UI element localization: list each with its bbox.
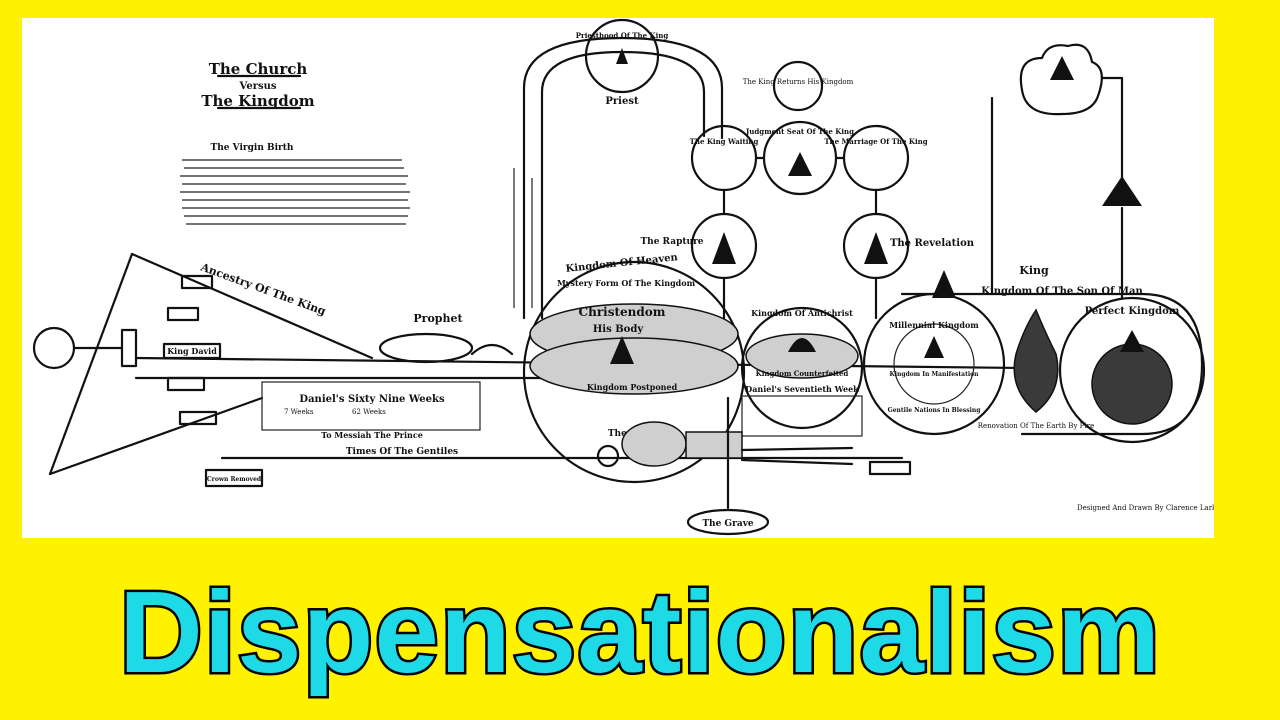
title-line-1: The Church [209,60,308,78]
prophet-label: Prophet [413,312,463,325]
antichrist-circle: Kingdom Of Antichrist Kingdom Counterfei… [740,306,864,437]
kingdom-postponed-label: Kingdom Postponed [587,382,678,392]
perfect-kingdom-label: Perfect Kingdom [1085,306,1180,317]
marriage-label: The Marriage Of The King [824,137,927,146]
renovation-label: Renovation Of The Earth By Fire [978,422,1094,430]
messiah-prince-label: To Messiah The Prince [321,430,423,440]
son-of-man-band: King Kingdom Of The Son Of Man [900,264,1204,436]
crown-removed-label: Crown Removed [207,476,262,483]
king-waiting-circle: The King Waiting [690,124,759,216]
church-circle: Kingdom Of Heaven Mystery Form Of The Ki… [522,252,746,484]
times-gentiles-label: Times Of The Gentiles [346,447,458,457]
priest-arch: Priesthood Of The King Priest [513,18,724,320]
millennial-circle: Millennial Kingdom Kingdom In Manifestat… [862,292,1006,436]
new-jerusalem [990,43,1142,300]
revelation-label: The Revelation [890,238,975,249]
priesthood-label: Priesthood Of The King [576,31,669,40]
revelation-circle: The Revelation [842,212,975,320]
dispensational-chart: The Church Versus The Kingdom The Virgin… [22,18,1214,538]
king-returns-label: The King Returns His Kingdom [743,78,854,86]
prophet-arc [470,343,514,356]
rapture-circle: The Rapture [640,212,758,320]
renovation-flame: Renovation Of The Earth By Fire [978,308,1094,430]
christendom-label: Christendom [579,305,666,319]
counterfeit-label: Kingdom Counterfeited [756,369,849,378]
designer-credit: Designed And Drawn By Clarence Larkin [1077,504,1214,512]
antichrist-label: Kingdom Of Antichrist [751,308,853,318]
banner: Dispensationalism [0,543,1280,720]
mystery-form-label: Mystery Form Of The Kingdom [557,278,696,288]
origin-circle [32,326,138,370]
gentile-nations-label: Gentile Nations In Blessing [888,407,982,414]
kingdom-heaven-label: Kingdom Of Heaven [565,252,679,275]
daniels-69-block: Daniel's Sixty Nine Weeks 7 Weeks 62 Wee… [261,381,481,440]
virgin-birth-label: The Virgin Birth [211,143,294,153]
chart-title: The Church Versus The Kingdom [201,60,314,110]
king-waiting-label: The King Waiting [690,137,759,146]
king-david-label: King David [167,346,217,356]
seven-weeks-label: 7 Weeks [284,408,314,416]
grave: The Grave [686,396,770,536]
virgin-birth-block: The Virgin Birth [180,143,410,225]
priest-label: Priest [605,96,639,107]
prostrate-figure [596,421,854,468]
king-label: King [1019,264,1049,277]
chart-drawing: The Church Versus The Kingdom The Virgin… [32,18,1214,536]
banner-title: Dispensationalism [117,566,1163,697]
ancestry-label: Ancestry Of The King [198,260,328,318]
title-line-2: Versus [238,81,276,92]
kingdom-manifestation-label: Kingdom In Manifestation [890,371,980,378]
sixtytwo-weeks-label: 62 Weeks [352,408,386,416]
son-of-man-label: Kingdom Of The Son Of Man [981,286,1143,297]
judgment-seat-label: Judgment Seat Of The King [745,127,854,136]
daniels-69-label: Daniel's Sixty Nine Weeks [299,394,445,405]
prophet-oval [378,332,474,364]
daniels-70-label: Daniel's Seventieth Week [745,384,859,394]
times-gentiles: Times Of The Gentiles Crown Removed [204,447,912,488]
perfect-kingdom-circle: Perfect Kingdom [1058,296,1206,444]
judgment-seat-circle: Judgment Seat Of The King [745,120,854,196]
his-body-label: His Body [593,324,644,335]
marriage-circle: The Marriage Of The King [824,124,928,216]
grave-label: The Grave [702,519,754,529]
millennial-label: Millennial Kingdom [889,320,979,330]
title-line-3: The Kingdom [201,92,314,110]
rapture-label: The Rapture [640,237,703,247]
king-returns-circle: The King Returns His Kingdom [743,60,854,112]
